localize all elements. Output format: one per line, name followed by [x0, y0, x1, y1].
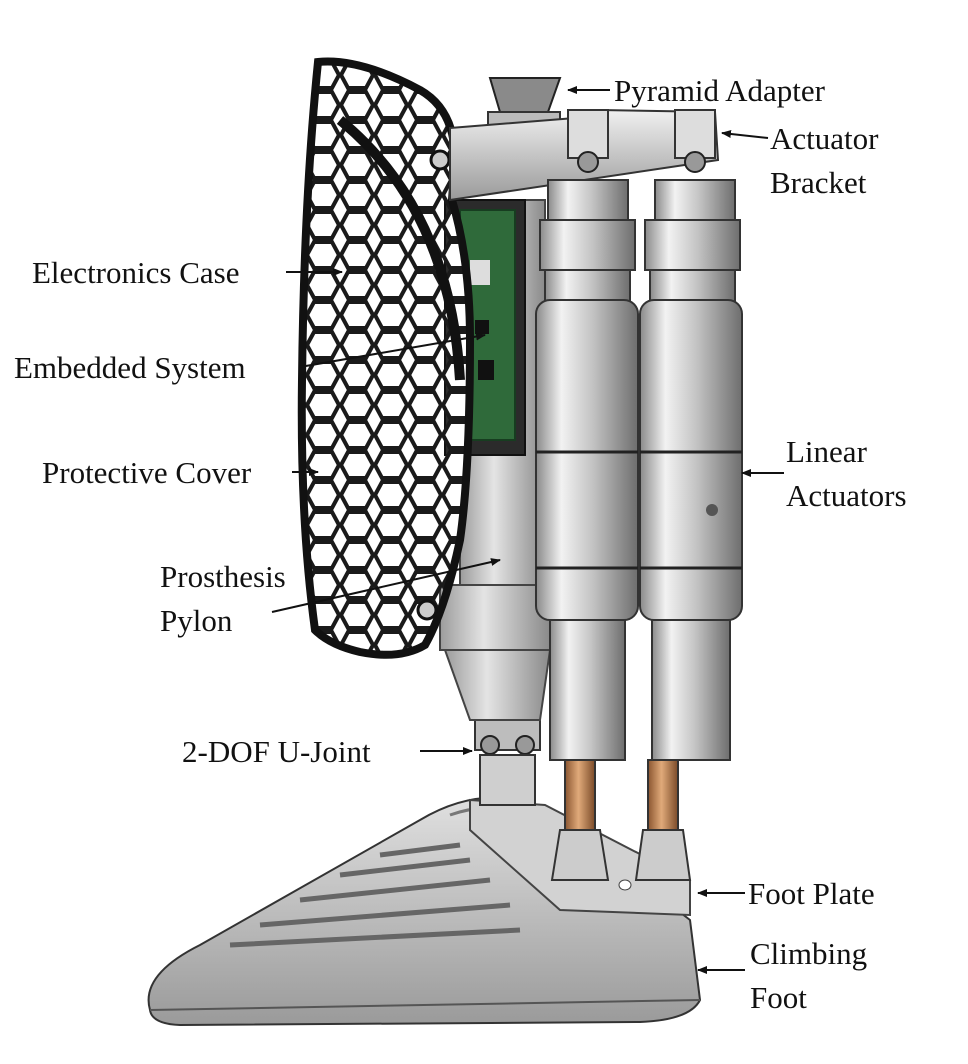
label-pyramid-adapter: Pyramid Adapter: [614, 73, 825, 108]
actuator-bracket: [449, 108, 720, 202]
leader-prosthesis-pylon: [271, 558, 501, 613]
label-prosthesis-pylon: Prosthesis Pylon: [160, 555, 286, 643]
label-climbing-foot-line1: Climbing: [750, 936, 868, 971]
leader-embedded-system: [299, 332, 486, 368]
label-climbing-foot-line2: Foot: [750, 980, 807, 1016]
label-climbing-foot: Climbing Foot: [750, 932, 867, 1020]
label-prosthesis-pylon-line2: Pylon: [160, 603, 233, 639]
label-foot-plate: Foot Plate: [748, 876, 875, 911]
u-joint: [474, 719, 541, 806]
label-linear-actuators-line2: Actuators: [786, 478, 907, 514]
label-actuator-bracket-line1: Actuator: [770, 121, 879, 156]
label-embedded-system: Embedded System: [14, 350, 246, 385]
label-prosthesis-pylon-line1: Prosthesis: [160, 559, 286, 594]
label-linear-actuators: Linear Actuators: [786, 430, 907, 518]
label-u-joint: 2-DOF U-Joint: [182, 734, 371, 769]
label-protective-cover: Protective Cover: [42, 455, 252, 490]
leader-lines: [271, 86, 784, 974]
actuator-left: [535, 179, 639, 881]
leader-actuator-bracket: [721, 129, 769, 139]
label-actuator-bracket: Actuator Bracket: [770, 117, 878, 205]
protective-cover: [297, 57, 475, 659]
actuator-right: [634, 179, 743, 881]
label-electronics-case: Electronics Case: [32, 255, 240, 290]
linear-actuators: [535, 179, 743, 881]
pyramid-adapter: [487, 77, 562, 127]
label-actuator-bracket-line2: Bracket: [770, 165, 867, 201]
label-linear-actuators-line1: Linear: [786, 434, 867, 469]
